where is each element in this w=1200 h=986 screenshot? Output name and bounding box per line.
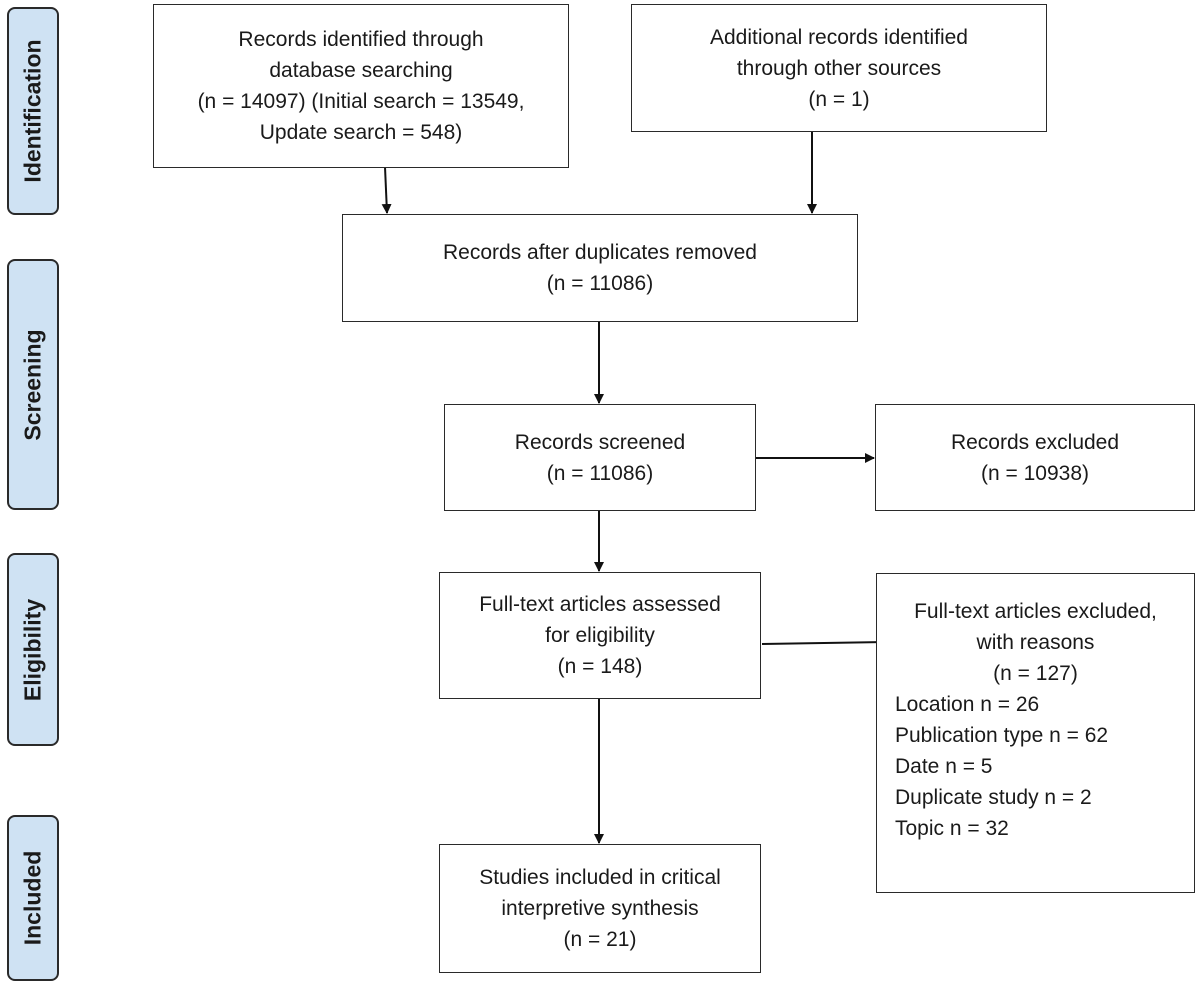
box-text-line: Additional records identified [710, 25, 968, 49]
stage-included-label: Included [19, 850, 46, 946]
box-text-line: Full-text articles assessed [479, 593, 721, 616]
exclusion-reasons-list: Location n = 26 Publication type n = 62 … [877, 689, 1194, 844]
box-text-line: (n = 11086) [546, 461, 654, 485]
box-text-line: database searching [269, 59, 453, 82]
box-text-line: (n = 10938) [981, 461, 1089, 485]
box-text-line: Update search = 548) [259, 121, 463, 144]
box-text-line: (n = 127) [993, 662, 1078, 685]
exclusion-reason: Duplicate study n = 2 [895, 786, 1092, 809]
box-text-line: with reasons [976, 631, 1095, 654]
exclusion-reason: Publication type n = 62 [895, 724, 1109, 747]
box-records-excluded: Records excluded (n = 10938) [875, 404, 1195, 511]
arrow-database-to-duplicates [381, 166, 392, 214]
box-text-line: Records after duplicates removed [443, 241, 757, 264]
box-text-line: Records excluded [950, 430, 1120, 454]
box-text-line: Records screened [514, 430, 686, 454]
stage-screening: Screening [7, 259, 59, 510]
box-fulltext-excluded: Full-text articles excluded, with reason… [876, 573, 1195, 893]
box-studies-included: Studies included in critical interpretiv… [439, 844, 761, 973]
box-database-records: Records identified through database sear… [153, 4, 569, 168]
stage-screening-label: Screening [19, 328, 46, 441]
box-text-line: Records identified through [238, 28, 484, 51]
box-text-line: (n = 11086) [546, 272, 654, 295]
box-other-sources: Additional records identified through ot… [631, 4, 1047, 132]
box-fulltext-assessed: Full-text articles assessed for eligibil… [439, 572, 761, 699]
stage-identification: Identification [7, 7, 59, 215]
box-records-screened: Records screened (n = 11086) [444, 404, 756, 511]
box-text-line: interpretive synthesis [501, 897, 699, 920]
stage-eligibility-label: Eligibility [19, 598, 46, 701]
exclusion-reason: Location n = 26 [895, 693, 1040, 716]
box-text-line: (n = 21) [563, 928, 637, 951]
box-text-line: for eligibility [545, 624, 655, 647]
box-text-line: (n = 1) [808, 87, 870, 111]
box-text-line: Studies included in critical [479, 866, 721, 889]
box-duplicates-removed: Records after duplicates removed (n = 11… [342, 214, 858, 322]
stage-included: Included [7, 815, 59, 981]
box-text-line: through other sources [736, 56, 942, 80]
exclusion-reason: Topic n = 32 [895, 817, 1009, 840]
box-text-line: (n = 148) [557, 655, 643, 678]
arrow-fulltext-to-fulltext-excluded [761, 637, 887, 648]
stage-eligibility: Eligibility [7, 553, 59, 746]
stage-identification-label: Identification [19, 39, 46, 183]
box-text-line: (n = 14097) (Initial search = 13549, [197, 90, 525, 113]
box-text-line: Full-text articles excluded, [914, 600, 1157, 623]
exclusion-reason: Date n = 5 [895, 755, 993, 778]
